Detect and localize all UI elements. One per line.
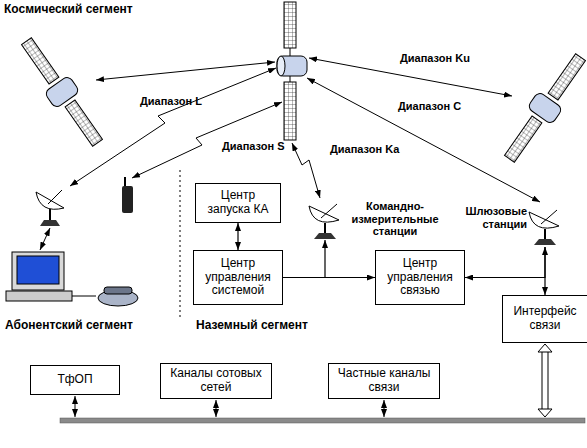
dish-base — [40, 220, 60, 226]
dish-base — [534, 239, 556, 245]
ground-station: Командно-измерительные станции — [305, 200, 345, 240]
radio-link — [292, 143, 320, 198]
radio-link — [96, 62, 275, 80]
connector — [465, 247, 545, 278]
dish-feed — [541, 210, 557, 224]
segment-divider — [180, 170, 181, 318]
segment-title: Космический сегмент — [4, 2, 133, 16]
connector — [237, 223, 238, 250]
bus-tap — [75, 396, 76, 417]
station-label: Шлюзовые станции — [455, 205, 527, 230]
cable — [40, 228, 50, 250]
box-text: Центр управления системой — [196, 257, 280, 298]
handheld-terminal — [122, 186, 133, 213]
solar-panel — [284, 82, 296, 140]
dish-symbol — [305, 200, 345, 240]
solar-panel — [284, 2, 296, 48]
bus-tap — [384, 400, 385, 417]
dish-reflector — [529, 212, 559, 228]
interface-box: Интерфейс связи — [502, 295, 587, 343]
connector — [283, 277, 375, 278]
solar-panel — [65, 100, 102, 146]
dish-feed — [321, 204, 337, 218]
dish-feed — [48, 190, 62, 204]
bus-tap — [548, 352, 549, 409]
hollow-arrow-head — [538, 409, 552, 417]
dish-stand — [324, 223, 326, 233]
center-box: Центр управления системой — [193, 250, 283, 305]
network-box: ТфОП — [30, 365, 120, 395]
band-label: Диапазон L — [140, 95, 202, 107]
satellite — [14, 33, 110, 152]
telephone-handset — [104, 287, 132, 294]
radio-link — [70, 68, 276, 186]
solar-panel — [548, 54, 585, 100]
box-text: Интерфейс связи — [505, 305, 585, 333]
satellite-body — [277, 56, 307, 76]
band-label: Диапазон S — [222, 140, 285, 152]
band-label: Диапазон Ku — [400, 52, 470, 64]
box-text: Центр запуска КА — [198, 189, 278, 217]
dish-symbol — [525, 205, 565, 247]
box-text: Частные каналы связи — [331, 367, 437, 395]
box-text: Каналы сотовых сетей — [163, 367, 269, 395]
monitor — [12, 252, 64, 290]
bus-tap — [216, 400, 217, 417]
network-box: Каналы сотовых сетей — [160, 363, 272, 399]
segment-title: Наземный сегмент — [196, 318, 308, 332]
box-text: Центр управления связью — [378, 257, 462, 298]
center-box: Центр управления связью — [375, 250, 465, 305]
network-box: Частные каналы связи — [328, 363, 440, 399]
keyboard — [6, 291, 72, 301]
connector — [544, 247, 545, 295]
dish-stand — [49, 209, 51, 220]
bus-line — [60, 418, 585, 423]
radio-link — [307, 78, 540, 202]
connector — [283, 240, 325, 278]
band-label: Диапазон Ka — [330, 143, 399, 155]
satellite-mast — [290, 48, 291, 56]
station-label: Командно-измерительные станции — [341, 200, 449, 238]
solar-panel — [505, 116, 542, 162]
antenna — [124, 177, 126, 186]
band-label: Диапазон C — [398, 100, 461, 112]
bus-tap — [542, 352, 543, 409]
center-box: Центр запуска КА — [195, 183, 281, 223]
hollow-arrow-head — [538, 344, 552, 352]
satellite — [497, 49, 587, 168]
segment-title: Абонентский сегмент — [5, 318, 133, 332]
satellite-cap — [277, 56, 285, 76]
cable — [72, 296, 96, 297]
satellite-mast — [290, 76, 291, 82]
solar-panel — [22, 38, 59, 84]
dish-base — [314, 233, 336, 239]
screen — [17, 256, 59, 284]
dish-stand — [544, 229, 546, 239]
gateway-station: Шлюзовые станции — [525, 205, 565, 247]
box-text: ТфОП — [57, 373, 92, 387]
dish-reflector — [309, 206, 339, 222]
dish-reflector — [36, 192, 64, 209]
